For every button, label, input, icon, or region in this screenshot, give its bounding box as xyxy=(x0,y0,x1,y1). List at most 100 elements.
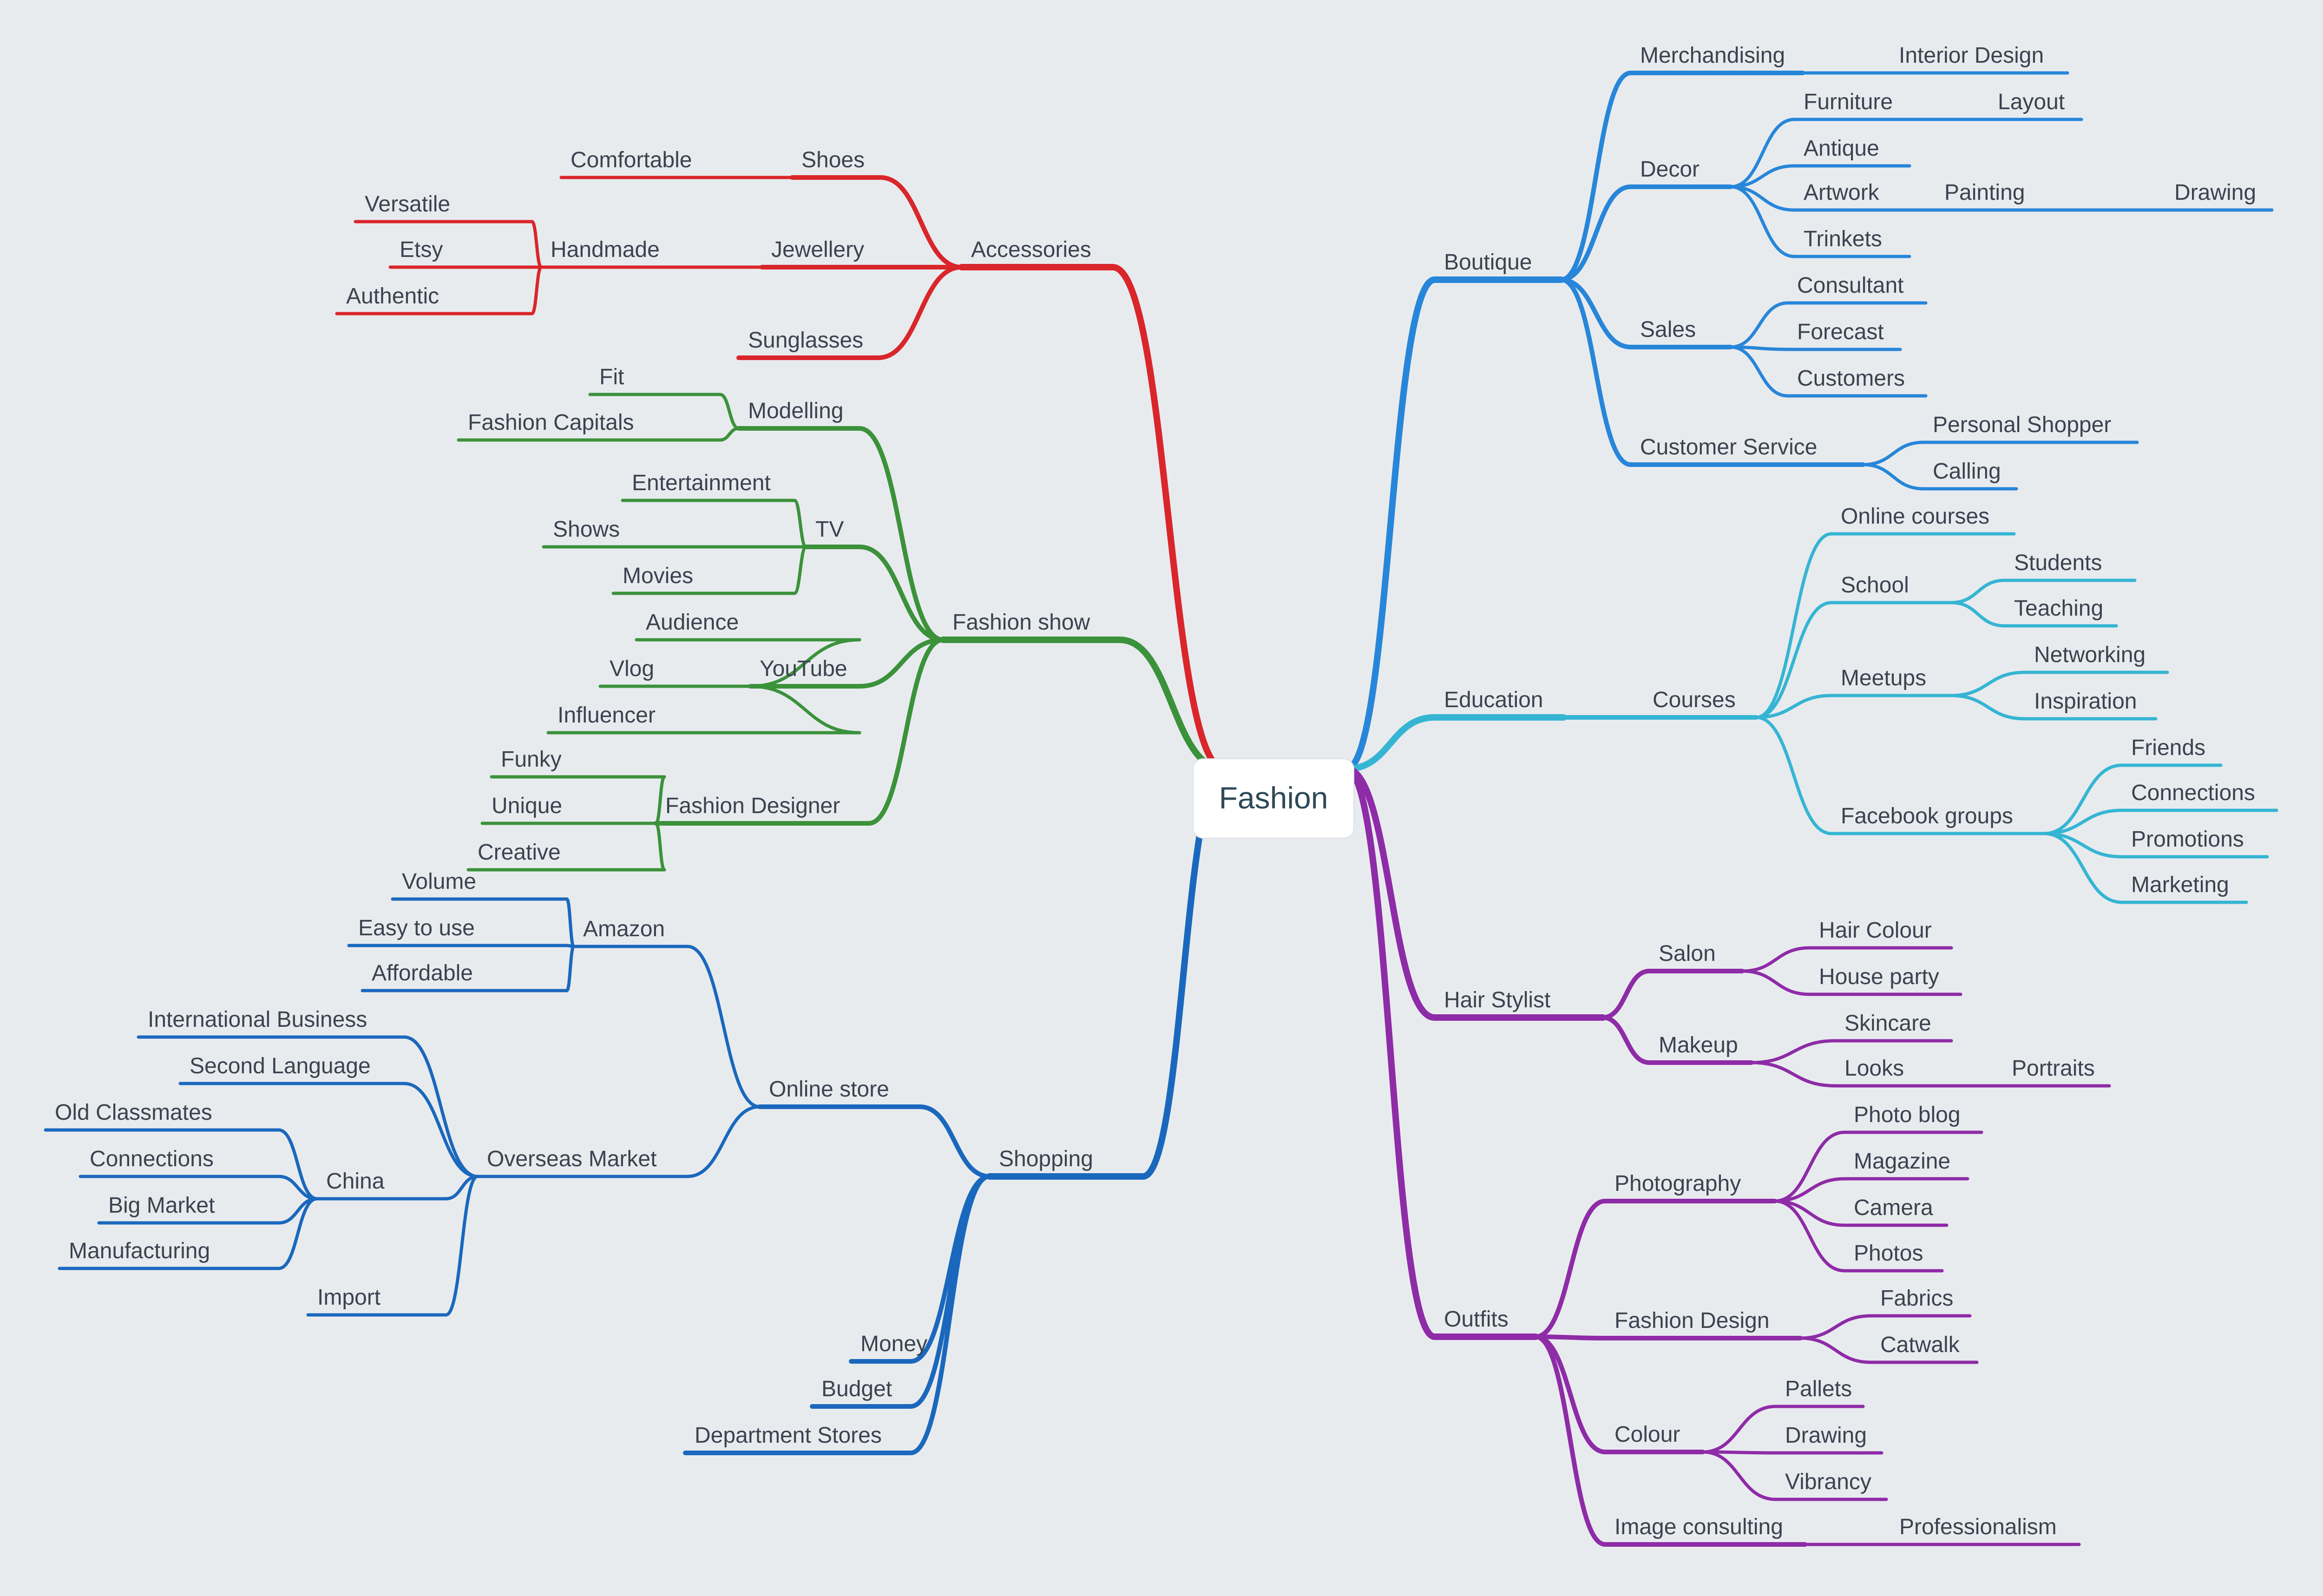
node-promotions[interactable]: Promotions xyxy=(2131,827,2244,852)
node-budget[interactable]: Budget xyxy=(821,1377,892,1401)
node-salon[interactable]: Salon xyxy=(1659,941,1716,966)
node-fashion-designer[interactable]: Fashion Designer xyxy=(665,794,840,818)
node-calling[interactable]: Calling xyxy=(1933,459,2001,484)
node-fit[interactable]: Fit xyxy=(599,365,624,389)
node-antique[interactable]: Antique xyxy=(1804,136,1879,161)
node-tv[interactable]: TV xyxy=(815,517,844,542)
node-makeup[interactable]: Makeup xyxy=(1659,1033,1738,1057)
node-interior-design[interactable]: Interior Design xyxy=(1899,43,2044,68)
node-decor[interactable]: Decor xyxy=(1640,157,1700,182)
root-node[interactable]: Fashion xyxy=(1193,758,1354,839)
node-professionalism[interactable]: Professionalism xyxy=(1899,1515,2057,1539)
node-inspiration[interactable]: Inspiration xyxy=(2034,689,2137,714)
node-hair-colour[interactable]: Hair Colour xyxy=(1819,918,1932,943)
node-marketing[interactable]: Marketing xyxy=(2131,873,2229,897)
node-accessories[interactable]: Accessories xyxy=(971,237,1091,262)
node-department-stores[interactable]: Department Stores xyxy=(695,1423,882,1448)
node-old-classmates[interactable]: Old Classmates xyxy=(55,1100,212,1125)
node-influencer[interactable]: Influencer xyxy=(558,703,656,728)
node-affordable[interactable]: Affordable xyxy=(372,961,473,985)
node-trinkets[interactable]: Trinkets xyxy=(1804,227,1882,251)
node-forecast[interactable]: Forecast xyxy=(1797,320,1884,344)
node-teaching[interactable]: Teaching xyxy=(2014,596,2103,621)
node-comfortable[interactable]: Comfortable xyxy=(571,148,692,172)
node-merchandising[interactable]: Merchandising xyxy=(1640,43,1785,68)
node-manufacturing[interactable]: Manufacturing xyxy=(69,1239,210,1263)
node-money[interactable]: Money xyxy=(860,1332,927,1356)
node-online-store[interactable]: Online store xyxy=(769,1077,889,1102)
node-colour[interactable]: Colour xyxy=(1614,1422,1680,1447)
node-import[interactable]: Import xyxy=(317,1285,381,1310)
node-personal-shopper[interactable]: Personal Shopper xyxy=(1933,413,2111,437)
node-looks[interactable]: Looks xyxy=(1844,1056,1904,1081)
node-skincare[interactable]: Skincare xyxy=(1844,1011,1931,1036)
node-fashion-capitals[interactable]: Fashion Capitals xyxy=(468,410,634,435)
node-fashion-design[interactable]: Fashion Design xyxy=(1614,1308,1770,1333)
node-second-language[interactable]: Second Language xyxy=(190,1054,371,1078)
node-youtube[interactable]: YouTube xyxy=(760,657,847,681)
node-image-consulting[interactable]: Image consulting xyxy=(1614,1515,1783,1539)
node-house-party[interactable]: House party xyxy=(1819,965,1939,989)
node-consultant[interactable]: Consultant xyxy=(1797,273,1903,298)
node-handmade[interactable]: Handmade xyxy=(551,237,660,262)
node-magazine[interactable]: Magazine xyxy=(1854,1149,1950,1174)
node-versatile[interactable]: Versatile xyxy=(365,192,450,217)
node-vlog[interactable]: Vlog xyxy=(610,657,654,681)
node-boutique[interactable]: Boutique xyxy=(1444,250,1532,275)
node-shopping[interactable]: Shopping xyxy=(999,1147,1093,1171)
node-movies[interactable]: Movies xyxy=(623,564,693,588)
node-school[interactable]: School xyxy=(1841,573,1909,598)
node-layout[interactable]: Layout xyxy=(1998,90,2065,114)
node-drawing[interactable]: Drawing xyxy=(1785,1423,1867,1448)
node-entertainment[interactable]: Entertainment xyxy=(632,471,771,495)
node-catwalk[interactable]: Catwalk xyxy=(1880,1333,1960,1357)
node-drawing[interactable]: Drawing xyxy=(2174,180,2256,205)
node-fashion-show[interactable]: Fashion show xyxy=(952,610,1090,635)
node-painting[interactable]: Painting xyxy=(1944,180,2025,205)
node-connections[interactable]: Connections xyxy=(2131,781,2255,805)
node-overseas-market[interactable]: Overseas Market xyxy=(487,1147,656,1171)
node-photography[interactable]: Photography xyxy=(1614,1171,1741,1196)
node-jewellery[interactable]: Jewellery xyxy=(771,237,864,262)
node-audience[interactable]: Audience xyxy=(646,610,739,635)
node-connections[interactable]: Connections xyxy=(90,1147,214,1171)
node-shoes[interactable]: Shoes xyxy=(801,148,865,172)
node-courses[interactable]: Courses xyxy=(1653,688,1736,712)
node-customer-service[interactable]: Customer Service xyxy=(1640,435,1817,460)
node-authentic[interactable]: Authentic xyxy=(346,284,439,309)
node-meetups[interactable]: Meetups xyxy=(1841,666,1926,690)
node-fabrics[interactable]: Fabrics xyxy=(1880,1286,1953,1311)
node-photo-blog[interactable]: Photo blog xyxy=(1854,1103,1961,1127)
root-node-label[interactable]: Fashion xyxy=(1219,781,1328,815)
node-artwork[interactable]: Artwork xyxy=(1804,180,1880,205)
node-outfits[interactable]: Outfits xyxy=(1444,1307,1509,1332)
node-easy-to-use[interactable]: Easy to use xyxy=(358,916,475,940)
node-customers[interactable]: Customers xyxy=(1797,366,1905,391)
node-sales[interactable]: Sales xyxy=(1640,317,1696,342)
node-unique[interactable]: Unique xyxy=(492,794,562,818)
node-online-courses[interactable]: Online courses xyxy=(1841,504,1989,529)
node-furniture[interactable]: Furniture xyxy=(1804,90,1893,114)
node-portraits[interactable]: Portraits xyxy=(2012,1056,2095,1081)
node-pallets[interactable]: Pallets xyxy=(1785,1377,1852,1401)
node-hair-stylist[interactable]: Hair Stylist xyxy=(1444,988,1550,1012)
node-big-market[interactable]: Big Market xyxy=(108,1193,215,1218)
node-modelling[interactable]: Modelling xyxy=(748,399,843,423)
node-students[interactable]: Students xyxy=(2014,551,2102,575)
node-friends[interactable]: Friends xyxy=(2131,736,2205,760)
node-photos[interactable]: Photos xyxy=(1854,1241,1923,1266)
node-sunglasses[interactable]: Sunglasses xyxy=(748,328,863,353)
node-education[interactable]: Education xyxy=(1444,688,1543,712)
node-networking[interactable]: Networking xyxy=(2034,643,2146,667)
node-international-business[interactable]: International Business xyxy=(148,1007,367,1032)
node-vibrancy[interactable]: Vibrancy xyxy=(1785,1470,1871,1494)
node-amazon[interactable]: Amazon xyxy=(583,917,665,941)
node-shows[interactable]: Shows xyxy=(553,517,620,542)
node-facebook-groups[interactable]: Facebook groups xyxy=(1841,804,2013,828)
node-creative[interactable]: Creative xyxy=(478,840,561,865)
node-china[interactable]: China xyxy=(326,1169,385,1194)
node-camera[interactable]: Camera xyxy=(1854,1195,1933,1220)
node-funky[interactable]: Funky xyxy=(501,747,562,772)
node-volume[interactable]: Volume xyxy=(402,869,476,894)
node-etsy[interactable]: Etsy xyxy=(400,237,443,262)
